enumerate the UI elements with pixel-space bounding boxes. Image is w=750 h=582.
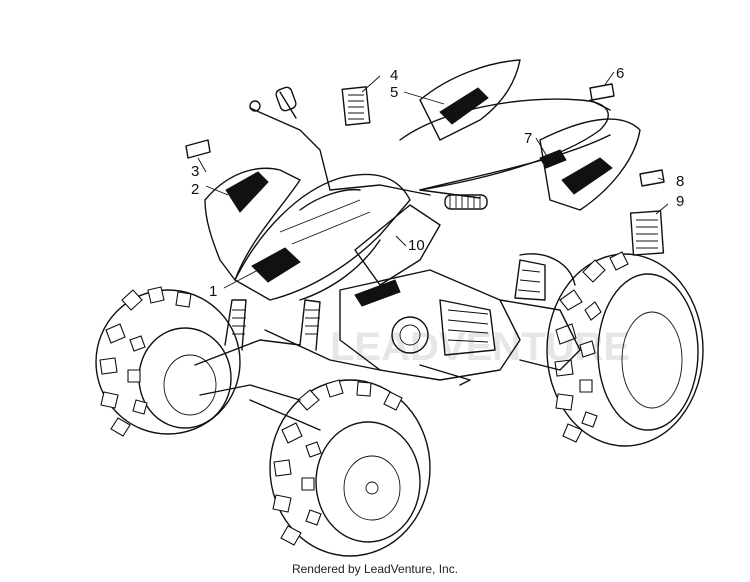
rear-fender-decal-shape	[561, 157, 613, 195]
callout-1: 1	[209, 283, 217, 300]
callout-9: 9	[676, 193, 684, 210]
leader-lines	[197, 71, 669, 289]
side-panel-decal-shape	[354, 279, 401, 307]
handlebars	[249, 86, 488, 211]
callout-5: 5	[390, 84, 398, 101]
callout-labels: 1 2 3 4 5 6 7 8 9 10	[191, 65, 684, 300]
front-left-wheel	[95, 286, 241, 437]
rear-left-wheel	[519, 253, 576, 286]
decal-6-card	[589, 83, 615, 101]
left-fender-decal-shape	[225, 171, 269, 213]
side-panel	[354, 204, 441, 307]
decal-cards	[185, 83, 665, 256]
callout-2: 2	[191, 181, 199, 198]
rear-right-wheel	[546, 251, 704, 447]
front-bodywork	[204, 167, 411, 301]
callout-4: 4	[390, 67, 398, 84]
seat-side-decal-shape	[539, 149, 567, 169]
decal-8-card	[639, 169, 665, 187]
front-suspension	[194, 299, 381, 431]
rear-swingarm	[499, 259, 581, 371]
front-right-wheel	[269, 379, 431, 557]
seat-and-rear-bodywork	[399, 59, 641, 211]
decal-9-card	[629, 210, 665, 256]
decal-3-card	[185, 139, 211, 159]
rear-right-tread	[554, 251, 629, 443]
engine	[339, 269, 521, 386]
callout-8: 8	[676, 173, 684, 190]
footer-credit: Rendered by LeadVenture, Inc.	[291, 562, 459, 576]
front-left-tread	[99, 286, 192, 437]
front-right-tread	[272, 379, 403, 546]
front-nose-decal-shape	[251, 247, 301, 283]
callout-6: 6	[616, 65, 624, 82]
callout-7: 7	[524, 130, 532, 147]
callout-3: 3	[191, 163, 199, 180]
callout-10: 10	[408, 237, 425, 254]
decal-4-card	[341, 86, 371, 126]
